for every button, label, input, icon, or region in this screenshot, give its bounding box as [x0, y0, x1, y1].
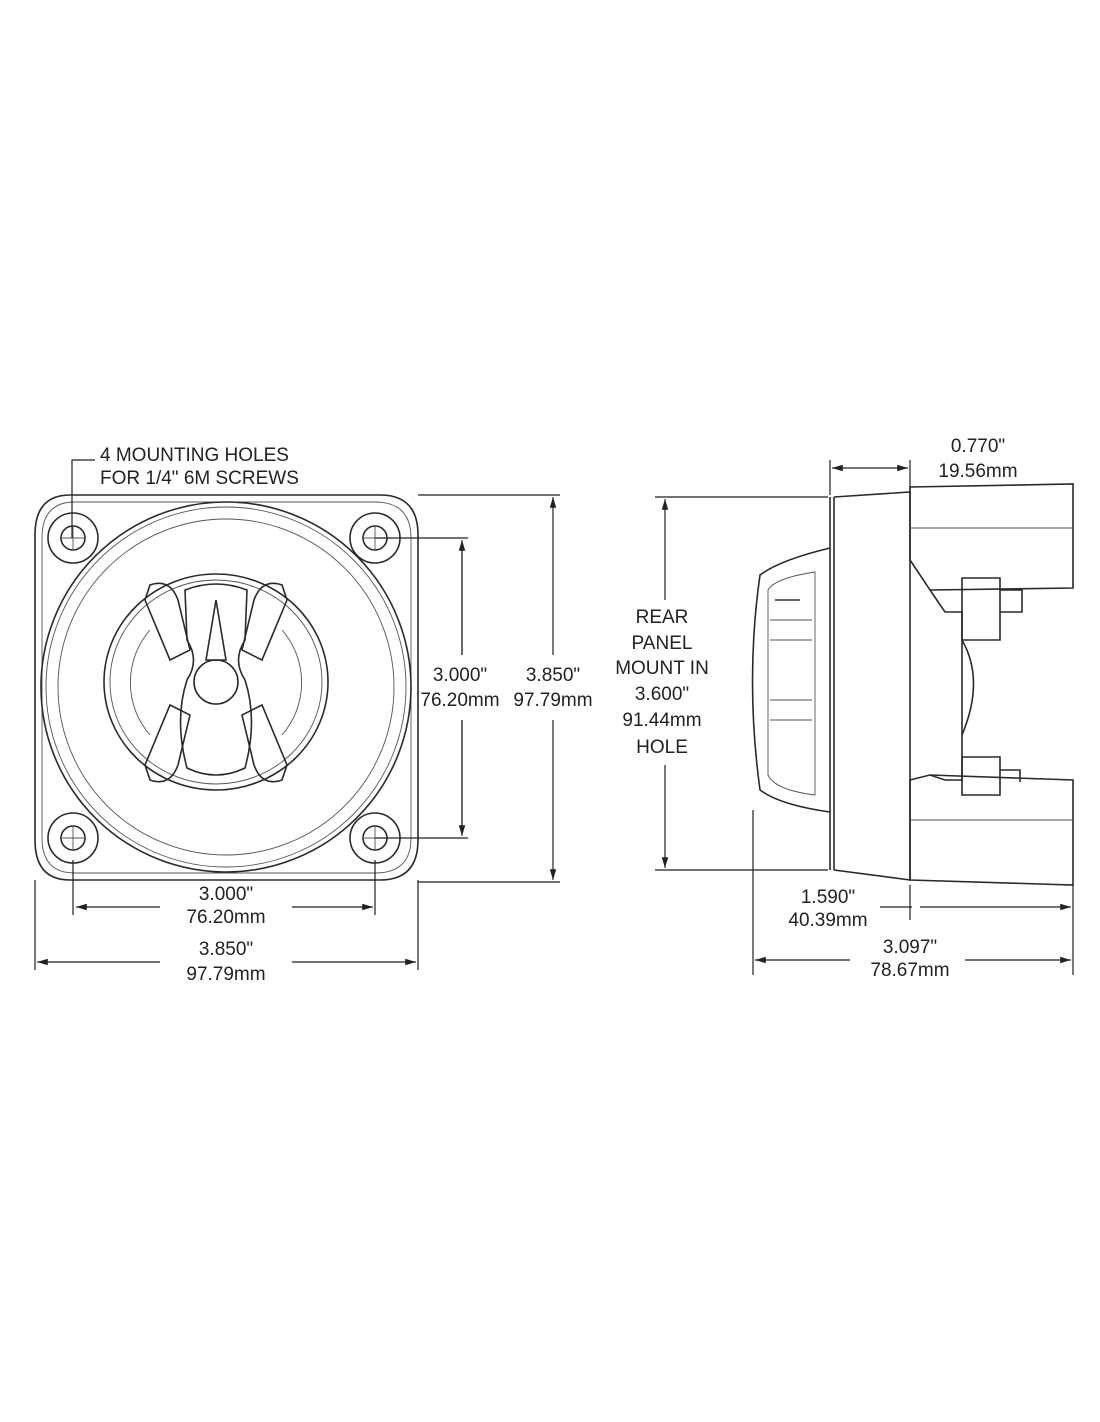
- side-view: [751, 483, 1074, 886]
- front-dimensions: [34, 459, 560, 970]
- dim-width-mm: 97.79mm: [186, 964, 265, 985]
- dim-width-inch: 3.850": [199, 939, 253, 960]
- dim-height-mm: 97.79mm: [513, 690, 592, 711]
- dim-hole-horizontal-mm: 76.20mm: [186, 907, 265, 928]
- panel-note-line: MOUNT IN: [615, 658, 709, 679]
- panel-note-line: PANEL: [632, 633, 693, 654]
- panel-note-line: HOLE: [636, 737, 688, 758]
- dim-depth-inch: 3.097": [883, 937, 937, 958]
- dim-flange-inch: 0.770": [951, 436, 1005, 457]
- dim-rear-mm: 40.39mm: [788, 910, 867, 931]
- dim-hole-horizontal-inch: 3.000": [199, 884, 253, 905]
- mounting-hole: [47, 812, 99, 864]
- panel-note-line: REAR: [636, 607, 689, 628]
- dim-rear-inch: 1.590": [801, 887, 855, 908]
- dim-hole-vertical-inch: 3.000": [433, 665, 487, 686]
- mounting-hole: [47, 512, 99, 564]
- panel-note-line: 91.44mm: [622, 710, 701, 731]
- dim-flange-mm: 19.56mm: [938, 461, 1017, 482]
- panel-note-line: 3.600": [635, 684, 689, 705]
- side-dimensions: [655, 460, 1073, 975]
- dim-height-inch: 3.850": [526, 665, 580, 686]
- callout-line-2: FOR 1/4" 6M SCREWS: [100, 468, 299, 489]
- dim-depth-mm: 78.67mm: [870, 960, 949, 981]
- dim-hole-vertical-mm: 76.20mm: [420, 690, 499, 711]
- front-view: [34, 494, 419, 881]
- callout-line-1: 4 MOUNTING HOLES: [100, 445, 289, 466]
